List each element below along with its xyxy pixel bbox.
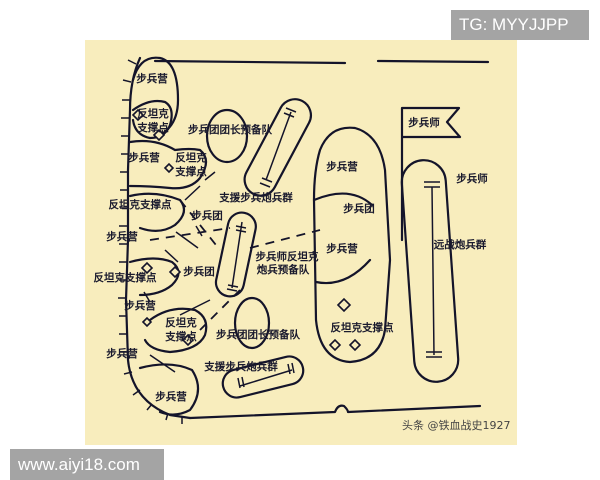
at-point-1-outline bbox=[131, 99, 173, 140]
label-rear-bn2: 步兵营 bbox=[326, 242, 358, 255]
label-bn1: 步兵营 bbox=[136, 72, 168, 85]
battalion-1-outline bbox=[131, 56, 180, 137]
support-artillery-2-outline bbox=[221, 355, 305, 399]
regiment-reserve-2-outline bbox=[233, 296, 271, 350]
at-diamonds bbox=[131, 108, 362, 352]
label-at3: 反坦克支撑点 bbox=[109, 198, 172, 211]
long-range-artillery-outline bbox=[400, 159, 460, 383]
label-at1b: 支撑点 bbox=[136, 121, 169, 134]
label-support-art2: 支援步兵炮兵群 bbox=[203, 360, 278, 373]
at-point-3-outline bbox=[128, 192, 186, 232]
div-at-reserve-outline bbox=[214, 211, 257, 298]
watermark: 头条 @铁血战史1927 bbox=[402, 418, 511, 432]
long-range-artillery-symbol bbox=[424, 181, 442, 358]
label-at2b: 支撑点 bbox=[174, 165, 207, 178]
boundary-line-top bbox=[153, 59, 490, 65]
label-at4: 反坦克支撑点 bbox=[94, 271, 157, 284]
label-div: 步兵师 bbox=[456, 172, 488, 185]
label-bn2: 步兵营 bbox=[128, 151, 160, 164]
label-reg-reserve2: 步兵团团长预备队 bbox=[216, 328, 300, 341]
label-rear-at: 反坦克支撑点 bbox=[331, 321, 394, 334]
comm-lines bbox=[149, 199, 321, 331]
label-rear-reg: 步兵团 bbox=[343, 202, 375, 215]
support-artillery-1-symbol bbox=[259, 107, 297, 188]
support-artillery-2-symbol bbox=[237, 362, 295, 389]
label-at5a: 反坦克 bbox=[165, 316, 197, 329]
label-bn6: 步兵营 bbox=[155, 390, 187, 403]
front-line-ticks bbox=[118, 59, 183, 424]
battalion-2-outline bbox=[128, 139, 208, 190]
label-at5b: 支撑点 bbox=[164, 330, 197, 343]
label-long-range-art: 远战炮兵群 bbox=[434, 238, 487, 251]
bottom-tag-overlay: www.aiyi18.com bbox=[10, 449, 164, 480]
label-reg1: 步兵团 bbox=[191, 209, 223, 222]
label-bn4: 步兵营 bbox=[124, 299, 156, 312]
label-support-art1: 支援步兵炮兵群 bbox=[218, 191, 293, 204]
regiment-reserve-1-outline bbox=[205, 108, 249, 164]
division-flag bbox=[400, 106, 462, 242]
battalion-6-outline bbox=[138, 363, 200, 416]
label-at1a: 反坦克 bbox=[137, 107, 169, 120]
label-div-at-b: 炮兵预备队 bbox=[256, 263, 310, 276]
label-div-flag: 步兵师 bbox=[408, 116, 440, 129]
div-at-reserve-symbol bbox=[226, 221, 247, 292]
label-rear-bn1: 步兵营 bbox=[326, 160, 358, 173]
top-tag-overlay: TG: MYYJJPP bbox=[451, 10, 589, 40]
label-bn5: 步兵营 bbox=[106, 347, 138, 360]
at-point-5-outline bbox=[143, 307, 208, 354]
boundary-line-bottom bbox=[188, 404, 482, 420]
bn-links bbox=[143, 171, 216, 373]
label-bn3: 步兵营 bbox=[106, 230, 138, 243]
unit-labels: 步兵营 反坦克 支撑点 步兵团团长预备队 步兵营 反坦克 支撑点 支援步兵炮兵群… bbox=[94, 72, 511, 432]
support-artillery-1-outline bbox=[243, 98, 313, 197]
label-reg2: 步兵团 bbox=[183, 265, 215, 278]
label-reg-reserve1: 步兵团团长预备队 bbox=[188, 123, 272, 136]
rear-regiment-dividers bbox=[312, 192, 374, 285]
label-at2a: 反坦克 bbox=[175, 151, 207, 164]
label-div-at-a: 步兵师反坦克 bbox=[256, 250, 319, 263]
